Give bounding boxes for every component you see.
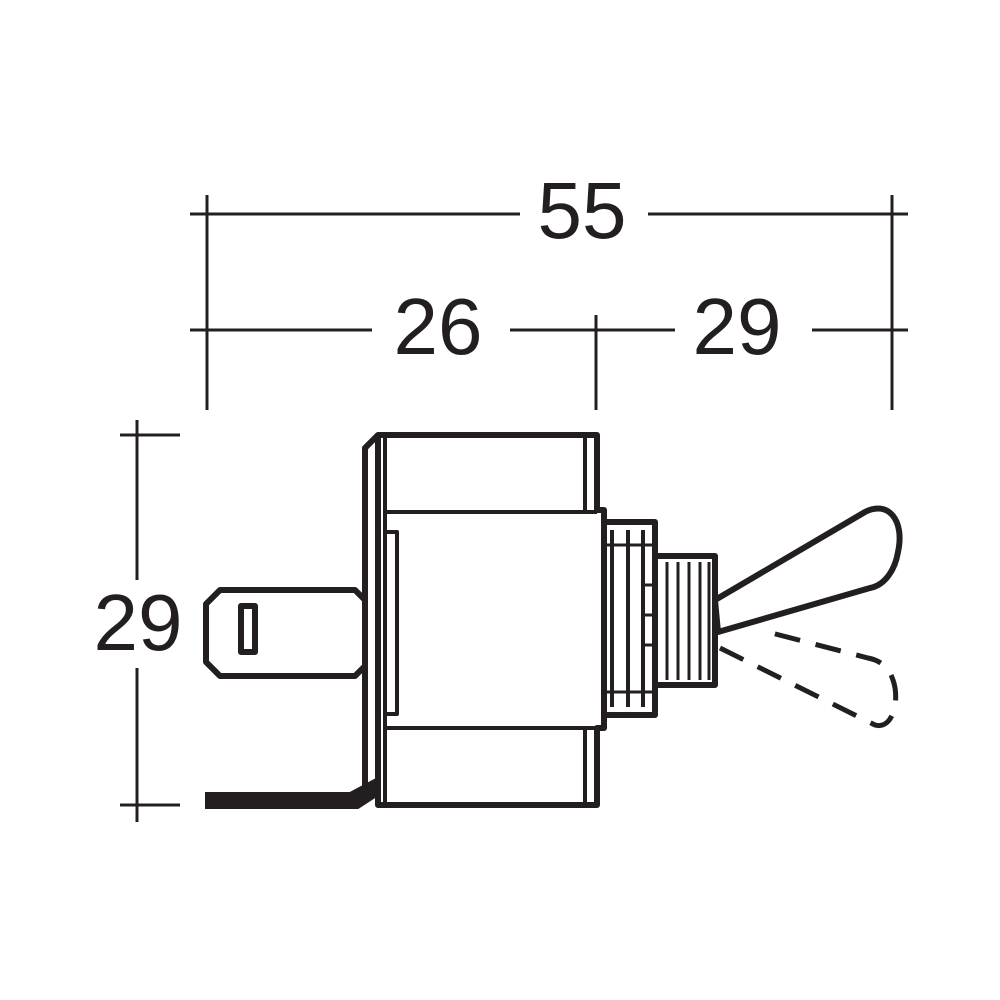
housing-bevel-top: [362, 432, 381, 600]
toggle-lever-alternate: [718, 627, 899, 728]
dimension-label-29-width: 29: [693, 282, 782, 371]
threaded-bushing: [604, 519, 718, 718]
housing-side-recess: [383, 530, 399, 716]
terminal-blade: [203, 587, 368, 679]
bushing-thread: [655, 553, 718, 688]
toggle-lever: [712, 505, 903, 635]
lever-dashed: [718, 627, 899, 728]
dimension-overall-width: 55: [190, 166, 908, 410]
dimension-sub-widths: 26 29: [190, 282, 908, 410]
switch-body: [362, 432, 607, 808]
terminal-slot: [238, 603, 258, 655]
bushing-nut: [604, 519, 658, 718]
dimension-label-55: 55: [538, 166, 627, 255]
lever-solid: [712, 505, 903, 635]
lower-terminal-blade: [205, 776, 379, 809]
lower-terminal: [205, 776, 379, 809]
dimension-label-29-height: 29: [94, 578, 183, 667]
switch-housing: [375, 432, 607, 808]
spade-terminal: [203, 587, 368, 788]
dimension-height: 29: [94, 420, 183, 822]
dimension-label-26: 26: [394, 282, 483, 371]
